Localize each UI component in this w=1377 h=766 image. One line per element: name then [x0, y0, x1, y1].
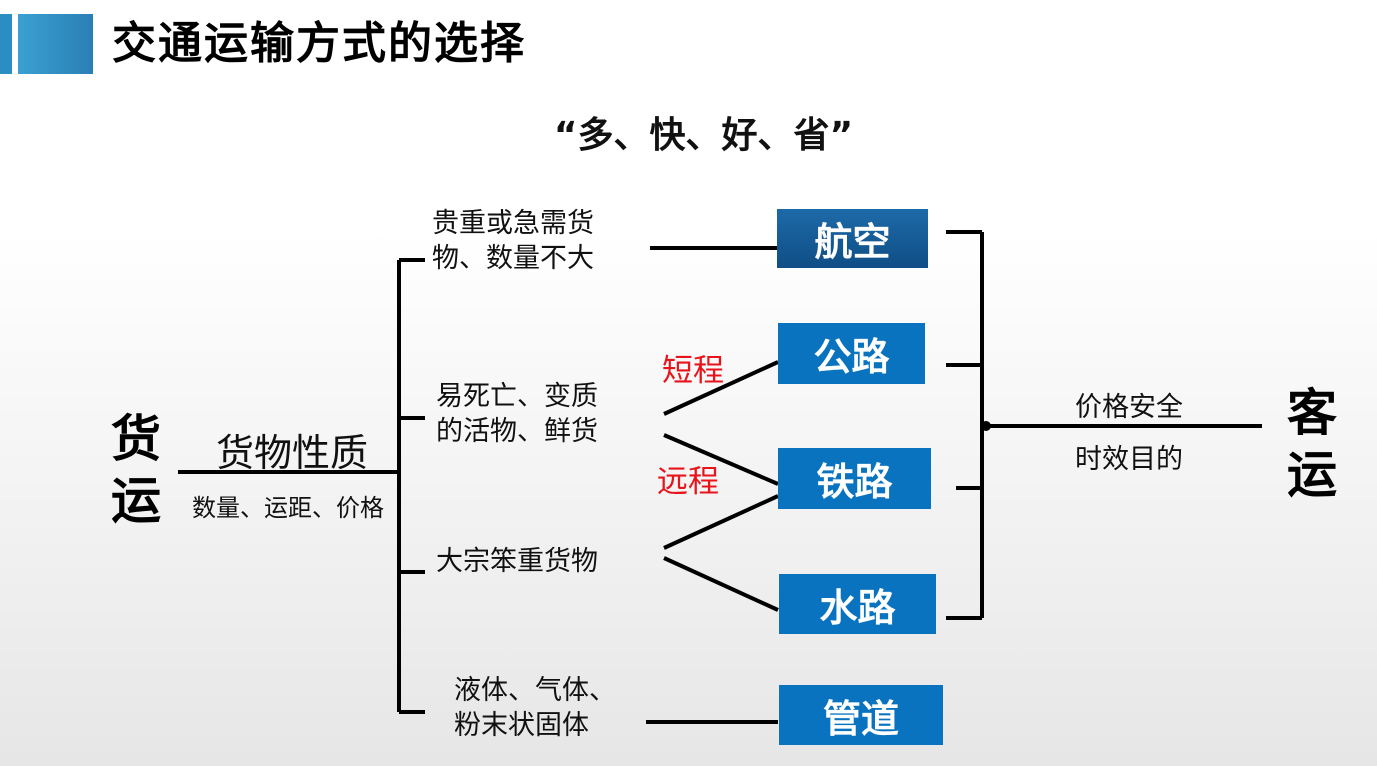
cargo-type-2: 易死亡、变质 的活物、鲜货: [436, 381, 598, 447]
long-distance-label: 远程: [657, 464, 719, 500]
slogan: “多、快、好、省”: [553, 115, 854, 156]
title-accent-block: [18, 14, 93, 74]
freight-factors: 数量、运距、价格: [192, 494, 384, 522]
passenger-factor-1: 价格安全: [1075, 392, 1183, 423]
mode-rail: 铁路: [778, 448, 931, 509]
freight-label-2: 运: [111, 472, 161, 530]
line-bulk-to-rail: [663, 494, 779, 550]
cargo-property-label: 货物性质: [216, 431, 369, 475]
line-short-to-road: [663, 360, 779, 416]
mode-air: 航空: [777, 209, 928, 268]
line-long-to-rail: [663, 433, 779, 486]
passenger-factor-2: 时效目的: [1075, 444, 1183, 475]
cargo-type-3: 大宗笨重货物: [436, 546, 598, 577]
passenger-label-2: 运: [1287, 446, 1337, 504]
mode-road: 公路: [778, 323, 925, 384]
short-distance-label: 短程: [662, 353, 724, 389]
cargo-type-1: 贵重或急需货 物、数量不大: [432, 208, 594, 274]
title-accent-bar: [0, 14, 12, 74]
passenger-label-1: 客: [1287, 384, 1337, 442]
cargo-type-4: 液体、气体、 粉末状固体: [454, 675, 616, 741]
mode-pipeline: 管道: [779, 685, 943, 745]
mode-water: 水路: [779, 574, 936, 634]
freight-label-1: 货: [111, 410, 161, 468]
line-bulk-to-water: [663, 556, 779, 612]
page-title: 交通运输方式的选择: [112, 18, 526, 69]
